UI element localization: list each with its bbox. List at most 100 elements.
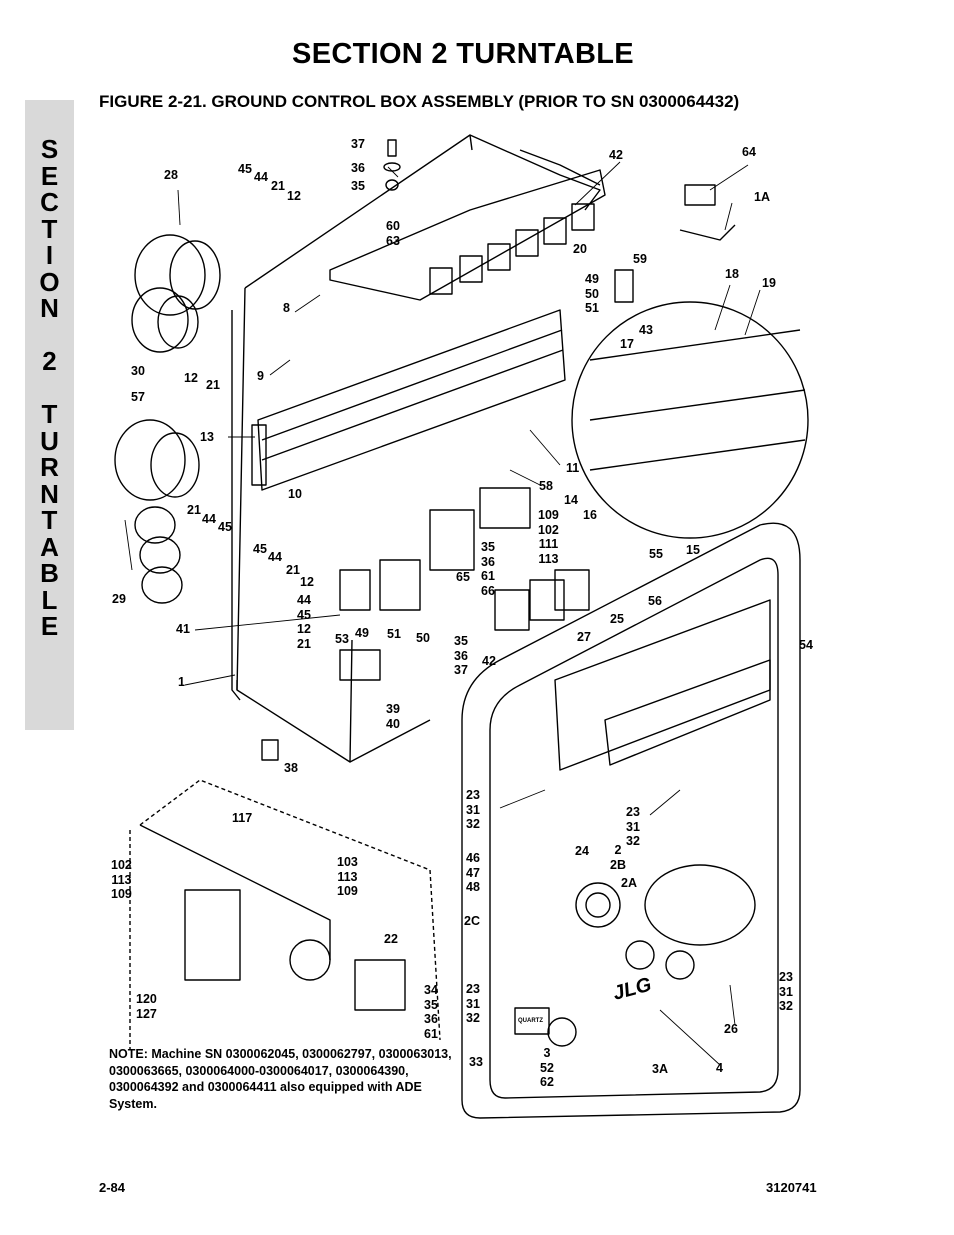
- callout-29: 29: [112, 592, 126, 606]
- side-tab-letter: T: [41, 505, 58, 535]
- callout-21-d: 21: [286, 563, 300, 577]
- callout-103-113-109: 103 113 109: [337, 855, 358, 898]
- cable-glands: [114, 234, 221, 604]
- side-tab-letter: I: [45, 240, 54, 270]
- ade-module: [129, 779, 441, 1050]
- callout-35-36-37: 35 36 37: [454, 634, 468, 677]
- side-tab-letter: E: [40, 160, 59, 191]
- callout-22: 22: [384, 932, 398, 946]
- side-tab-letter: E: [40, 611, 59, 641]
- side-tab-letter: 2: [42, 346, 57, 376]
- callout-21-b: 21: [206, 378, 220, 392]
- hour-meter-label: QUARTZ: [518, 1018, 543, 1024]
- callout-44-group: 44 45 12 21: [297, 593, 311, 651]
- callout-16: 16: [583, 508, 597, 522]
- callout-102-113-109: 102 113 109: [111, 858, 132, 901]
- side-tab-letter: L: [41, 584, 58, 615]
- callout-49-50-51: 49 50 51: [585, 272, 599, 315]
- callout-15: 15: [686, 543, 700, 557]
- callout-14: 14: [564, 493, 578, 507]
- callout-44-c: 44: [268, 550, 282, 564]
- callout-2a: 2A: [621, 876, 637, 890]
- callout-28: 28: [164, 168, 178, 182]
- side-tab-letter: T: [41, 399, 58, 429]
- callout-21: 21: [271, 179, 285, 193]
- callout-117: 117: [232, 811, 253, 825]
- callout-53: 53: [335, 632, 349, 646]
- side-tab-letter: U: [40, 425, 59, 456]
- callout-58: 58: [539, 479, 553, 493]
- callout-1: 1: [178, 675, 185, 689]
- figure-title: FIGURE 2-21. GROUND CONTROL BOX ASSEMBLY…: [99, 92, 740, 111]
- callout-24: 24: [575, 844, 589, 858]
- callout-109-group: 109 102 111 113: [538, 508, 559, 566]
- callout-60-63: 60 63: [386, 219, 400, 248]
- callout-3-52-62: 3 52 62: [540, 1046, 554, 1089]
- callout-50: 50: [416, 631, 430, 645]
- callout-55: 55: [649, 547, 663, 561]
- callout-2c: 2C: [464, 914, 480, 928]
- callout-43: 43: [639, 323, 653, 337]
- callout-45-c: 45: [253, 542, 267, 556]
- callout-38: 38: [284, 761, 298, 775]
- callout-11: 11: [566, 461, 580, 475]
- callout-35: 35: [351, 179, 365, 193]
- callout-12: 12: [287, 189, 301, 203]
- callout-25: 25: [610, 612, 624, 626]
- page-number: 2-84: [99, 1180, 126, 1195]
- callout-12-b: 12: [184, 371, 198, 385]
- callout-39-40: 39 40: [386, 702, 400, 731]
- callout-36: 36: [351, 161, 365, 175]
- side-tab-letter: N: [40, 478, 59, 509]
- callout-12-c: 12: [300, 575, 314, 589]
- callout-59: 59: [633, 252, 647, 266]
- callout-13: 13: [200, 430, 214, 444]
- callout-19: 19: [762, 276, 776, 290]
- callout-17: 17: [620, 337, 634, 351]
- callout-64: 64: [742, 145, 756, 159]
- callout-4: 4: [716, 1061, 723, 1075]
- side-tab-letter: O: [39, 266, 60, 297]
- callout-23-31-32-b: 23 31 32: [626, 805, 640, 848]
- callout-35-group: 35 36 61 66: [481, 540, 495, 598]
- callout-37: 37: [351, 137, 365, 151]
- leader-lines: [124, 161, 761, 1066]
- callout-44-b: 44: [202, 512, 216, 526]
- section-title: SECTION 2 TURNTABLE: [292, 38, 634, 70]
- detail-magnifier: [571, 301, 809, 539]
- callout-54: 54: [799, 638, 813, 652]
- side-tab-letter: C: [40, 187, 59, 217]
- callout-42-b: 42: [482, 654, 496, 668]
- callout-26: 26: [724, 1022, 738, 1036]
- callout-65: 65: [456, 570, 470, 584]
- jlg-logo: JLG: [611, 974, 654, 1005]
- relay-plate: [329, 169, 606, 301]
- side-tab-letter: B: [40, 558, 59, 588]
- callout-27: 27: [577, 630, 591, 644]
- terminal-strip: [251, 309, 566, 491]
- callout-34-35-36-61: 34 35 36 61: [424, 983, 438, 1041]
- callout-3a: 3A: [652, 1062, 668, 1076]
- callout-120-127: 120 127: [136, 992, 157, 1021]
- callout-57: 57: [131, 390, 145, 404]
- callout-21-c: 21: [187, 503, 201, 517]
- callout-45: 45: [238, 162, 252, 176]
- callout-20: 20: [573, 242, 587, 256]
- callout-23-31-32-a: 23 31 32: [466, 788, 480, 831]
- ade-system-note: NOTE: Machine SN 0300062045, 0300062797,…: [109, 1047, 452, 1111]
- callout-18: 18: [725, 267, 739, 281]
- callout-1a: 1A: [754, 190, 770, 204]
- callout-23-31-32-c: 23 31 32: [466, 982, 480, 1025]
- side-tab-letter: A: [40, 531, 59, 562]
- callout-49: 49: [355, 626, 369, 640]
- document-number: 3120741: [766, 1180, 817, 1195]
- lower-components: [261, 487, 590, 761]
- side-tab-letter: N: [40, 293, 59, 323]
- callout-30: 30: [131, 364, 145, 378]
- control-panel: [461, 522, 801, 1119]
- callout-23-31-32-d: 23 31 32: [779, 970, 793, 1013]
- callout-41: 41: [176, 622, 190, 636]
